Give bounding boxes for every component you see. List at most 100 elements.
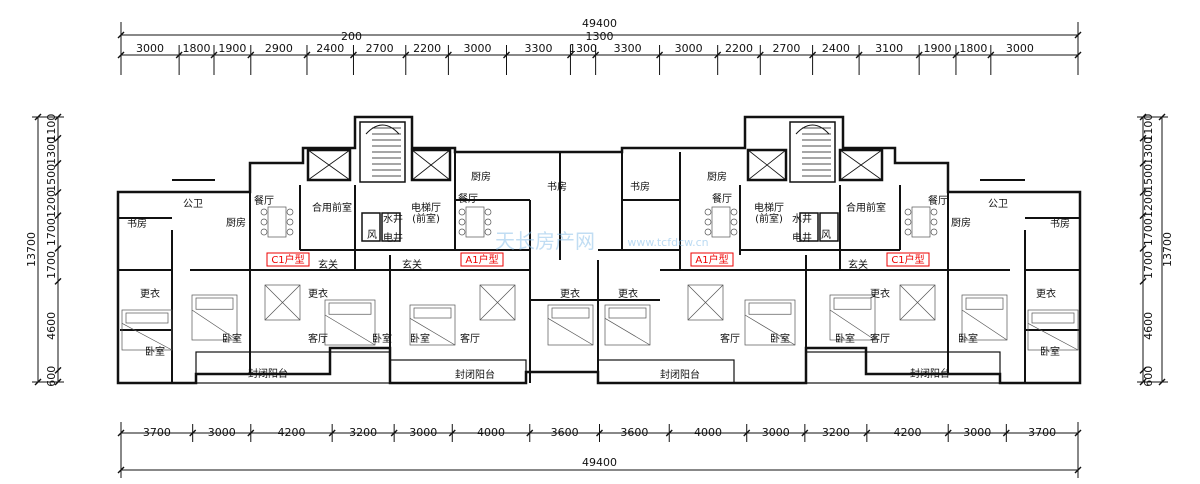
- bed-cover: [324, 314, 376, 346]
- unit-tag-box: [266, 252, 310, 267]
- stair-core: [789, 121, 836, 183]
- dim-tick: [566, 51, 574, 59]
- dim-bottom-segment: 3600: [620, 426, 648, 439]
- dim-tick: [247, 51, 255, 59]
- pillow: [1031, 312, 1075, 324]
- dimension-lines: [32, 22, 1168, 478]
- dim-tick: [1074, 429, 1082, 437]
- dim-bottom-segment: 3600: [551, 426, 579, 439]
- sofa: [899, 284, 936, 321]
- foyer-label: 玄关: [848, 258, 868, 271]
- balcony-label: 封闭阳台: [660, 368, 700, 381]
- water-shaft-label: 水井: [792, 212, 812, 225]
- dim-right-segment: 1500: [1142, 164, 1155, 192]
- chair: [730, 218, 738, 226]
- pillow: [195, 297, 234, 310]
- pillow: [125, 312, 169, 324]
- dim-tick: [54, 212, 62, 220]
- kitchen-label: 厨房: [951, 216, 971, 229]
- dim-tick: [1139, 159, 1147, 167]
- bedroom-label: 卧室: [410, 332, 430, 345]
- dim-top-segment: 1800: [183, 42, 211, 55]
- dim-tick: [1139, 113, 1147, 121]
- dining-label: 餐厅: [712, 192, 732, 205]
- elevator-shaft: [306, 148, 352, 182]
- dim-left-segment: 1700: [45, 218, 58, 246]
- service-shaft: [381, 212, 401, 242]
- stair-curve: [795, 124, 830, 135]
- bath-label: 公卫: [988, 199, 1008, 210]
- elec-shaft-label: 电井: [792, 231, 812, 244]
- pillow: [551, 307, 590, 319]
- bed: [829, 294, 876, 341]
- dim-tick: [809, 51, 817, 59]
- dim-tick: [117, 429, 125, 437]
- dim-tick: [863, 429, 871, 437]
- closet-label: 更衣: [870, 287, 890, 300]
- elec-shaft-label: 电井: [383, 231, 403, 244]
- dim-tick: [54, 378, 62, 386]
- shared-front-room-label: 合用前室: [312, 201, 352, 214]
- dining-table: [911, 206, 931, 238]
- dim-top-segment: 2200: [725, 42, 753, 55]
- dim-top-segment: 2700: [772, 42, 800, 55]
- elevator-cross: [839, 149, 883, 181]
- dim-tick: [175, 51, 183, 59]
- dim-tick: [656, 51, 664, 59]
- dim-tick: [210, 51, 218, 59]
- dim-top-segment: 1900: [218, 42, 246, 55]
- bed: [961, 294, 1008, 341]
- unit-tag-box: [886, 252, 930, 267]
- bed: [744, 299, 796, 346]
- dim-tick: [592, 51, 600, 59]
- chair: [930, 208, 938, 216]
- front-room-label: (前室): [412, 212, 440, 225]
- bedroom-label: 卧室: [958, 332, 978, 345]
- bed-cover: [604, 318, 651, 346]
- pillow: [328, 302, 372, 315]
- chair: [458, 208, 466, 216]
- bed-cover: [409, 318, 456, 346]
- dim-tick: [855, 51, 863, 59]
- dim-tick: [303, 51, 311, 59]
- dim-bottom-segment: 4200: [277, 426, 305, 439]
- service-shaft: [799, 212, 819, 242]
- dim-left-segment: 600: [45, 366, 58, 387]
- bed-cover: [1027, 323, 1079, 351]
- chair: [286, 228, 294, 236]
- chair: [704, 228, 712, 236]
- living-room-label: 客厅: [308, 332, 328, 345]
- unit-type-tag: C1户型: [271, 253, 304, 266]
- water-shaft-label: 水井: [383, 212, 403, 225]
- dim-tick: [402, 51, 410, 59]
- dim-left-total: 13700: [25, 232, 38, 267]
- dim-tick: [801, 429, 809, 437]
- closet-label: 更衣: [140, 287, 160, 300]
- chair: [484, 218, 492, 226]
- pillow: [608, 307, 647, 319]
- dim-top-segment: 2400: [316, 42, 344, 55]
- dim-tick: [390, 429, 398, 437]
- closet-label: 更衣: [560, 287, 580, 300]
- bed-cover: [744, 314, 796, 346]
- wind-shaft-label: 风: [821, 229, 831, 241]
- dim-right-segment: 1700: [1142, 218, 1155, 246]
- chair: [704, 208, 712, 216]
- dim-right-segment: 1700: [1142, 251, 1155, 279]
- chair: [930, 218, 938, 226]
- dim-tick: [189, 429, 197, 437]
- bed: [324, 299, 376, 346]
- dim-tick: [714, 51, 722, 59]
- dim-tick: [54, 113, 62, 121]
- dim-right-segment: 1200: [1142, 190, 1155, 218]
- shared-front-room-label: 合用前室: [846, 201, 886, 214]
- dim-left-segment: 1200: [45, 190, 58, 218]
- dim-top-extra: 200: [341, 30, 362, 43]
- bedroom-label: 卧室: [1040, 345, 1060, 358]
- dim-top-segment: 2400: [822, 42, 850, 55]
- chair: [904, 218, 912, 226]
- living-room-label: 客厅: [460, 332, 480, 345]
- dim-tick: [1158, 113, 1166, 121]
- watermark-url: www.tcfdcw.cn: [627, 236, 708, 249]
